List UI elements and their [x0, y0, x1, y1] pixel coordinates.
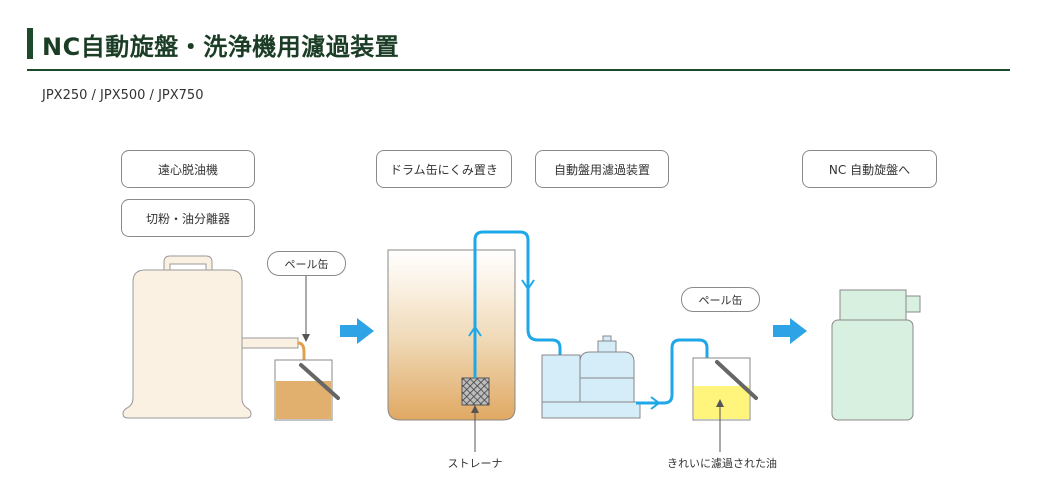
drain-pipe	[297, 341, 306, 380]
discharge-pipe	[636, 338, 709, 405]
leader-arrow-up-icon	[716, 399, 724, 407]
filter-left-housing	[541, 354, 581, 406]
strainer-mesh	[461, 377, 490, 406]
stir-stick	[299, 363, 340, 400]
block-arrow-right-icon	[340, 318, 374, 344]
label-to-nc-lathe: NC 自動旋盤へ	[802, 150, 937, 188]
centrifuge-outlet-pipe	[241, 337, 299, 349]
filter-unit	[541, 335, 641, 419]
title-accent-bar	[27, 28, 33, 59]
label-centrifuge: 遠心脱油機	[121, 150, 255, 188]
page-title: NC自動旋盤・洗浄機用濾過装置	[42, 33, 400, 61]
centrifuge-body	[122, 269, 252, 419]
leader-arrow-up-icon	[471, 405, 479, 413]
model-list: JPX250 / JPX500 / JPX750	[42, 88, 204, 103]
lathe-side-box	[904, 295, 921, 313]
callout-clean-oil: きれいに濾過された油	[667, 457, 777, 470]
centrifuge-machine	[122, 255, 306, 419]
label-filter-unit: 自動盤用濾過装置	[535, 150, 669, 188]
nc-lathe-machine	[831, 289, 921, 421]
label-pail-can-raw: ペール缶	[267, 251, 346, 276]
pail-can-raw	[274, 359, 340, 421]
title-underline	[27, 69, 1010, 71]
block-arrow-right-icon	[773, 318, 807, 344]
pail-can-clean	[692, 357, 758, 421]
raw-oil-level	[276, 381, 331, 419]
suction-pipe	[473, 230, 562, 378]
chevron-right-icon	[650, 396, 661, 410]
drum-can	[387, 249, 516, 421]
filter-tank	[579, 351, 635, 403]
lathe-body	[831, 319, 914, 421]
chevron-up-icon	[468, 325, 482, 337]
label-pail-can-clean: ペール缶	[681, 287, 760, 312]
filter-cap	[597, 340, 617, 354]
chevron-down-icon	[521, 279, 535, 291]
label-chip-oil-separator: 切粉・油分離器	[121, 199, 255, 237]
label-drum-storage: ドラム缶にくみ置き	[376, 150, 512, 188]
stir-stick	[715, 360, 758, 400]
filter-base	[541, 401, 641, 419]
callout-strainer: ストレーナ	[447, 457, 503, 470]
leader-arrow-down-icon	[302, 334, 310, 342]
lathe-upper-unit	[839, 289, 907, 323]
